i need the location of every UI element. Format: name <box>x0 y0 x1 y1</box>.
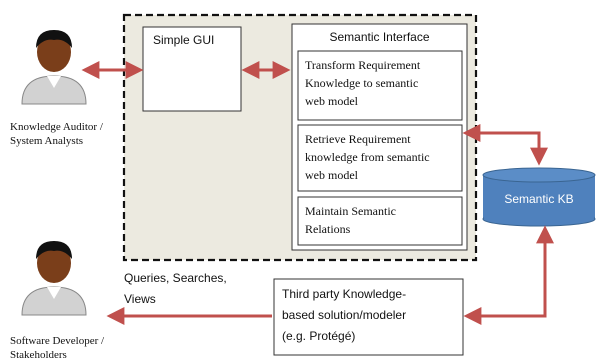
queries-label: Queries, Searches, Views <box>124 271 227 306</box>
semantic-kb-cylinder <box>482 167 596 227</box>
arrow-retrieve-kb <box>462 124 548 166</box>
step-box-transform <box>297 50 463 121</box>
semantic-kb-label: Semantic KB <box>504 192 574 206</box>
third-party-label: Third party Knowledge- based solution/mo… <box>282 287 407 343</box>
step-box-maintain <box>297 196 463 246</box>
actor-label-auditor: Knowledge Auditor / System Analysts <box>10 121 103 147</box>
semantic-interface-title: Semantic Interface <box>329 30 430 44</box>
step-box-retrieve <box>297 124 463 192</box>
third-party-box <box>273 278 464 356</box>
person-icon <box>21 30 87 105</box>
step-maintain-label: Maintain Semantic Relations <box>305 204 396 236</box>
person-icon <box>21 241 87 316</box>
step-transform-label: Transform Requirement Knowledge to seman… <box>305 58 421 108</box>
simple-gui-box <box>142 26 242 112</box>
actor-label-developer: Software Developer / Stakeholders <box>10 335 105 361</box>
arrow-kb-thirdparty <box>463 225 554 325</box>
simple-gui-label: Simple GUI <box>153 33 215 47</box>
step-retrieve-label: Retrieve Requirement knowledge from sema… <box>305 132 430 182</box>
